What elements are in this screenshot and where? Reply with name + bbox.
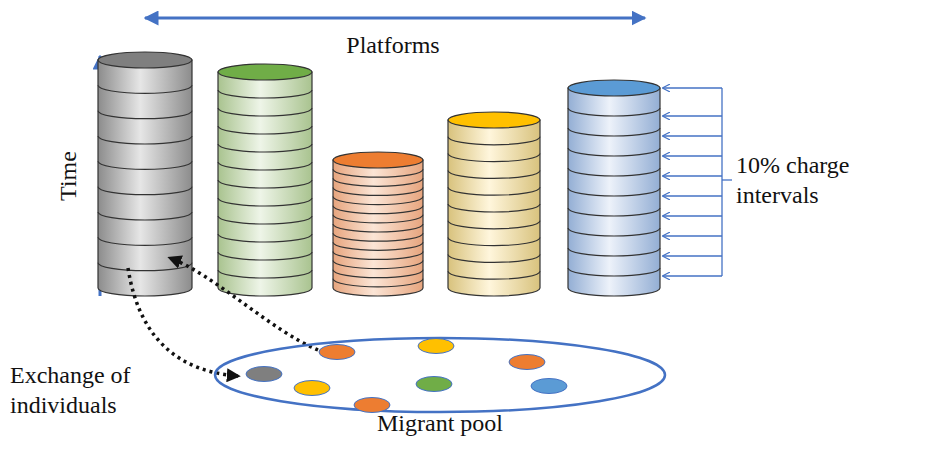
individual bbox=[246, 367, 282, 382]
pool-ellipse bbox=[213, 336, 667, 414]
cylinder-body bbox=[448, 120, 540, 296]
cylinder-body bbox=[333, 160, 423, 296]
charge-ring bbox=[333, 279, 423, 287]
charge-ring bbox=[448, 204, 540, 212]
charge-ring bbox=[333, 206, 423, 214]
exchange-arrow bbox=[128, 268, 238, 376]
charge-ring bbox=[448, 154, 540, 162]
charge-ring bbox=[218, 198, 312, 206]
cylinder-body bbox=[218, 72, 312, 296]
platform-cylinder bbox=[568, 80, 660, 296]
charge-ring bbox=[218, 270, 312, 278]
bracket-line bbox=[721, 88, 722, 276]
pool-label: Migrant pool bbox=[213, 408, 667, 438]
charge-ring bbox=[448, 187, 540, 195]
charge-ring bbox=[333, 261, 423, 269]
cylinder-body bbox=[98, 60, 192, 296]
charge-ring bbox=[218, 216, 312, 224]
platforms-axis bbox=[145, 17, 645, 20]
charge-ring bbox=[568, 168, 660, 176]
interval-arrow bbox=[663, 275, 722, 276]
axis-label: Platforms bbox=[313, 30, 473, 60]
charge-ring bbox=[218, 90, 312, 98]
cylinder-top bbox=[333, 152, 423, 168]
charge-ring bbox=[98, 111, 192, 119]
platform-cylinder bbox=[98, 52, 192, 296]
cylinder-body bbox=[568, 88, 660, 296]
cylinder-top bbox=[98, 52, 192, 68]
charge-ring bbox=[333, 197, 423, 205]
cylinder-top bbox=[568, 80, 660, 96]
charge-ring bbox=[448, 221, 540, 229]
interval-arrow bbox=[663, 135, 722, 136]
migrant-pool: Migrant pool bbox=[213, 336, 667, 438]
individual bbox=[416, 377, 452, 392]
charge-ring bbox=[333, 224, 423, 232]
charge-ring bbox=[218, 252, 312, 260]
exchange-arrow bbox=[170, 258, 318, 350]
interval-arrow bbox=[663, 115, 722, 116]
charge-ring bbox=[98, 136, 192, 144]
charge-ring bbox=[333, 178, 423, 186]
platform-cylinders bbox=[98, 52, 660, 296]
interval-arrow bbox=[663, 215, 722, 216]
individual bbox=[294, 381, 330, 396]
charge-ring bbox=[333, 169, 423, 177]
charge-ring bbox=[98, 161, 192, 169]
interval-arrow bbox=[663, 175, 722, 176]
annotation: 10% charge intervals bbox=[736, 150, 886, 210]
charge-ring bbox=[333, 270, 423, 278]
charge-ring bbox=[333, 251, 423, 259]
charge-ring bbox=[568, 148, 660, 156]
individual bbox=[319, 345, 355, 360]
charge-ring bbox=[98, 187, 192, 195]
charge-ring bbox=[333, 242, 423, 250]
charge-ring bbox=[218, 162, 312, 170]
charge-ring bbox=[333, 187, 423, 195]
charge-ring bbox=[98, 237, 192, 245]
charge-ring bbox=[218, 126, 312, 134]
interval-arrow bbox=[663, 255, 722, 256]
interval-arrow bbox=[663, 155, 722, 156]
cylinder-top bbox=[218, 64, 312, 80]
charge-ring bbox=[218, 108, 312, 116]
charge-ring bbox=[448, 238, 540, 246]
charge-ring bbox=[568, 268, 660, 276]
charge-ring bbox=[568, 128, 660, 136]
charge-ring bbox=[98, 263, 192, 271]
charge-ring bbox=[448, 254, 540, 262]
charge-interval-arrows bbox=[663, 88, 732, 276]
charge-ring bbox=[98, 85, 192, 93]
charge-ring bbox=[218, 180, 312, 188]
charge-ring bbox=[218, 234, 312, 242]
charge-ring bbox=[448, 137, 540, 145]
charge-ring bbox=[218, 144, 312, 152]
charge-ring bbox=[568, 108, 660, 116]
individual bbox=[531, 379, 567, 394]
charge-ring bbox=[568, 228, 660, 236]
interval-arrow bbox=[663, 235, 722, 236]
charge-ring bbox=[333, 215, 423, 223]
interval-arrow bbox=[663, 87, 722, 88]
platform-cylinder bbox=[448, 112, 540, 296]
cylinder-top bbox=[448, 112, 540, 128]
individual bbox=[509, 355, 545, 370]
charge-ring bbox=[448, 271, 540, 279]
charge-ring bbox=[98, 212, 192, 220]
charge-ring bbox=[568, 188, 660, 196]
annotation: Exchange of individuals bbox=[10, 360, 170, 420]
platform-cylinder bbox=[333, 152, 423, 296]
pool-outline bbox=[215, 338, 665, 412]
interval-arrow bbox=[663, 195, 722, 196]
leader-line bbox=[722, 179, 732, 180]
charge-ring bbox=[333, 233, 423, 241]
charge-ring bbox=[448, 170, 540, 178]
individual bbox=[418, 339, 454, 354]
charge-ring bbox=[568, 208, 660, 216]
platform-cylinder bbox=[218, 64, 312, 296]
charge-ring bbox=[568, 248, 660, 256]
axis-label: Time bbox=[53, 126, 83, 226]
